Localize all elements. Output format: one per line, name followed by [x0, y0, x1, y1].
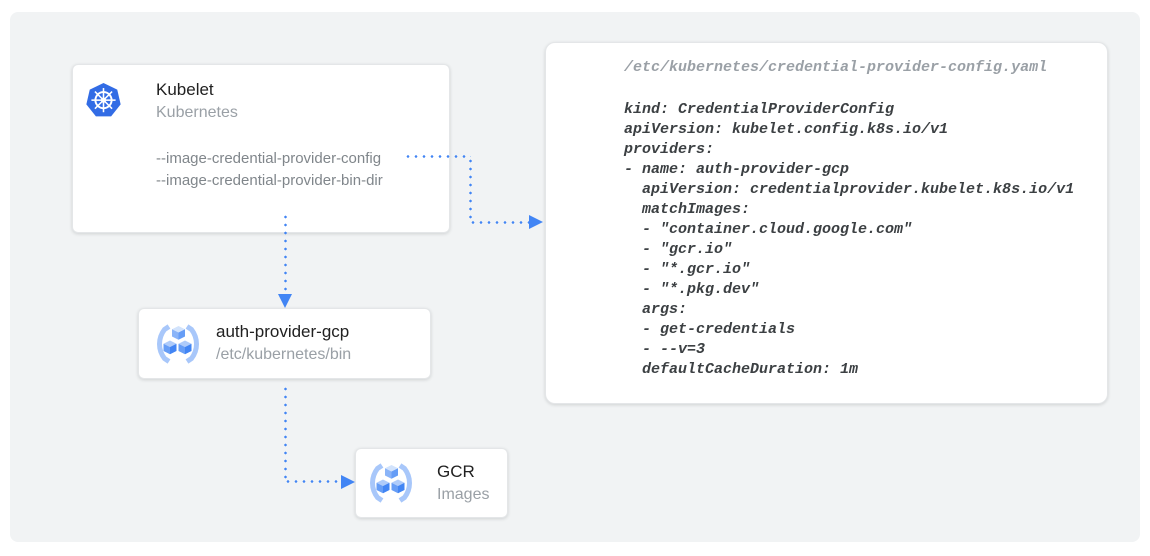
- auth-to-gcr-arrow-seg1: [284, 385, 287, 482]
- config-to-yaml-arrow-seg3: [469, 221, 529, 224]
- flag-image-credential-provider-bin-dir: --image-credential-provider-bin-dir: [156, 172, 383, 189]
- gcr-registry-icon: [369, 463, 413, 503]
- kubelet-card: Kubelet Kubernetes --image-credential-pr…: [72, 64, 450, 233]
- kubelet-flags: --image-credential-provider-config --ima…: [156, 148, 383, 192]
- gcr-title: GCR: [437, 462, 475, 481]
- kubernetes-icon: [86, 82, 121, 117]
- auth-provider-card: auth-provider-gcp /etc/kubernetes/bin: [138, 308, 431, 379]
- gcr-card: GCR Images: [355, 448, 508, 518]
- code-yaml-content: kind: CredentialProviderConfig apiVersio…: [624, 101, 1075, 378]
- config-to-yaml-arrow-seg1: [404, 155, 471, 158]
- kubelet-to-auth-arrowhead: [278, 294, 292, 308]
- auth-to-gcr-arrowhead: [341, 475, 355, 489]
- kubelet-subtitle: Kubernetes: [156, 104, 238, 121]
- credential-provider-config-card: /etc/kubernetes/credential-provider-conf…: [545, 42, 1108, 404]
- auth-provider-path: /etc/kubernetes/bin: [216, 346, 352, 363]
- code-file-path: /etc/kubernetes/credential-provider-conf…: [624, 59, 1048, 76]
- gcr-registry-icon: [156, 324, 200, 364]
- flag-image-credential-provider-config: --image-credential-provider-config: [156, 150, 382, 167]
- kubelet-to-auth-arrow: [284, 213, 287, 296]
- auth-provider-title: auth-provider-gcp: [216, 322, 350, 341]
- auth-to-gcr-arrow-seg2: [284, 480, 341, 483]
- config-to-yaml-arrowhead: [529, 215, 543, 229]
- config-to-yaml-arrow-seg2: [469, 157, 472, 223]
- kubelet-title: Kubelet: [156, 80, 214, 99]
- gcr-subtitle: Images: [437, 486, 490, 503]
